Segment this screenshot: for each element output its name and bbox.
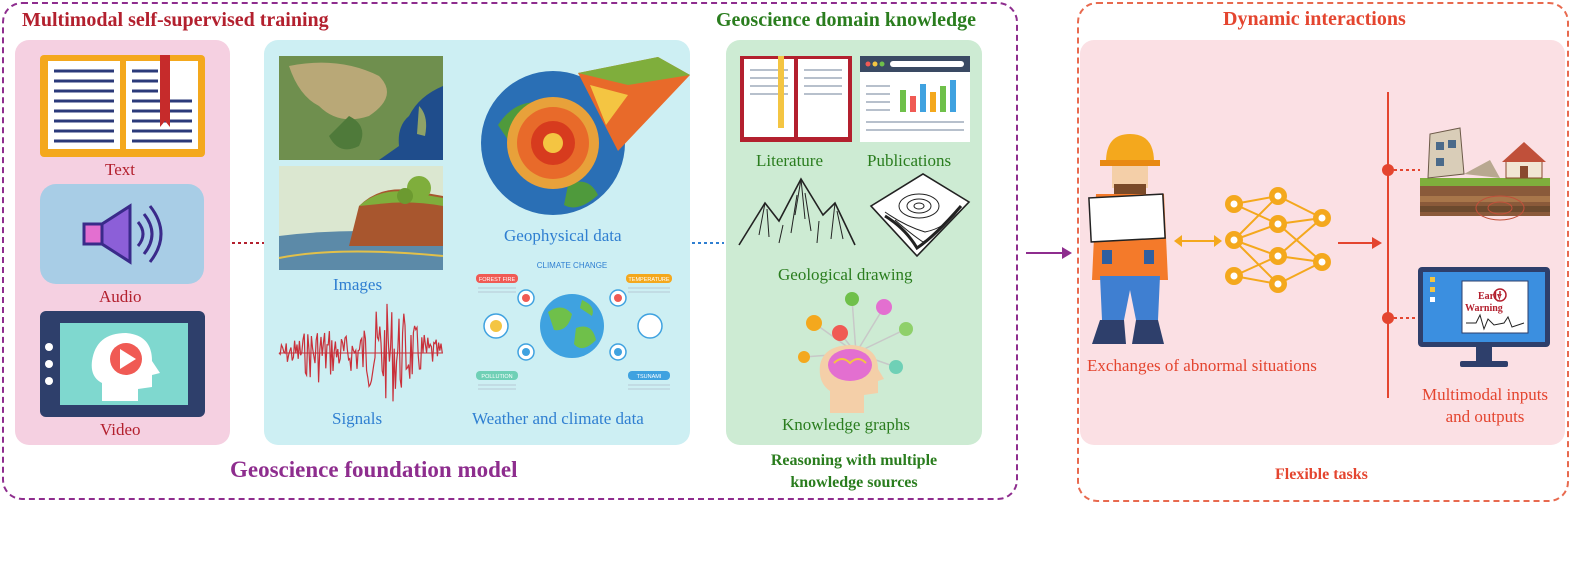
video-tablet-icon	[40, 311, 205, 417]
output-bracket	[1382, 92, 1420, 398]
arrow-to-outputs	[1338, 237, 1382, 249]
foundation-model-frame	[2, 2, 1018, 500]
images-label: Images	[333, 275, 383, 294]
literature-book-icon	[740, 56, 852, 142]
knowledge-graph-brain-icon	[798, 292, 913, 413]
geophysical-label: Geophysical data	[504, 226, 622, 245]
domain-title: Geoscience domain knowledge	[716, 9, 976, 31]
geological-drawing-label: Geological drawing	[778, 265, 913, 284]
literature-label: Literature	[756, 151, 824, 170]
bidirectional-arrow	[1174, 235, 1222, 247]
multimodal-io-label: Multimodal inputs and outputs	[1421, 385, 1549, 426]
connector-training-data	[232, 242, 264, 244]
landscape-image	[278, 166, 444, 270]
topographic-map-icon	[869, 173, 971, 258]
exchanges-label: Exchanges of abnormal situations	[1087, 356, 1317, 375]
earth-core-icon	[481, 57, 690, 215]
tag-temperature: TEMPERATURE	[628, 277, 669, 283]
text-label: Text	[105, 160, 135, 179]
speaker-icon	[82, 203, 163, 265]
neural-network-icon	[1225, 187, 1331, 293]
interactions-title: Dynamic interactions	[1223, 8, 1406, 30]
foundation-model-title: Geoscience foundation model	[230, 457, 518, 482]
signals-label: Signals	[332, 409, 383, 428]
tag-tsunami: TSUNAMI	[637, 374, 662, 380]
tag-pollution: POLLUTION	[481, 374, 512, 380]
connector-data-knowledge	[692, 242, 724, 244]
book-icon	[40, 55, 205, 157]
mountain-sketch-icon	[738, 177, 856, 246]
dynamic-interactions-frame	[1077, 2, 1569, 502]
publications-page-icon	[860, 56, 970, 142]
seismic-signal-waveform	[278, 303, 443, 402]
infographic-title: CLIMATE CHANGE	[537, 261, 608, 270]
satellite-map-image	[279, 56, 443, 160]
warning-text: Warning	[1465, 303, 1503, 314]
tag-forest-fire: FOREST FIRE	[479, 277, 516, 283]
publications-label: Publications	[867, 151, 952, 170]
earthquake-house-icon	[1420, 127, 1550, 221]
audio-label: Audio	[99, 287, 142, 306]
engineer-figure	[1088, 134, 1168, 344]
early-text: Early	[1478, 291, 1502, 302]
climate-infographic: CLIMATE CHANGE FOREST FIRE TEMPERATURE P…	[476, 261, 672, 390]
interactions-subtitle: Flexible tasks	[1275, 466, 1368, 483]
video-label: Video	[100, 420, 141, 439]
arrow-to-interactions	[1026, 247, 1072, 259]
domain-subtitle: Reasoning with multiple knowledge source…	[770, 452, 938, 491]
weather-climate-label: Weather and climate data	[472, 409, 644, 428]
training-title: Multimodal self-supervised training	[22, 9, 329, 31]
knowledge-graphs-label: Knowledge graphs	[782, 415, 910, 434]
early-warning-monitor-icon: Early Warning	[1418, 267, 1550, 367]
